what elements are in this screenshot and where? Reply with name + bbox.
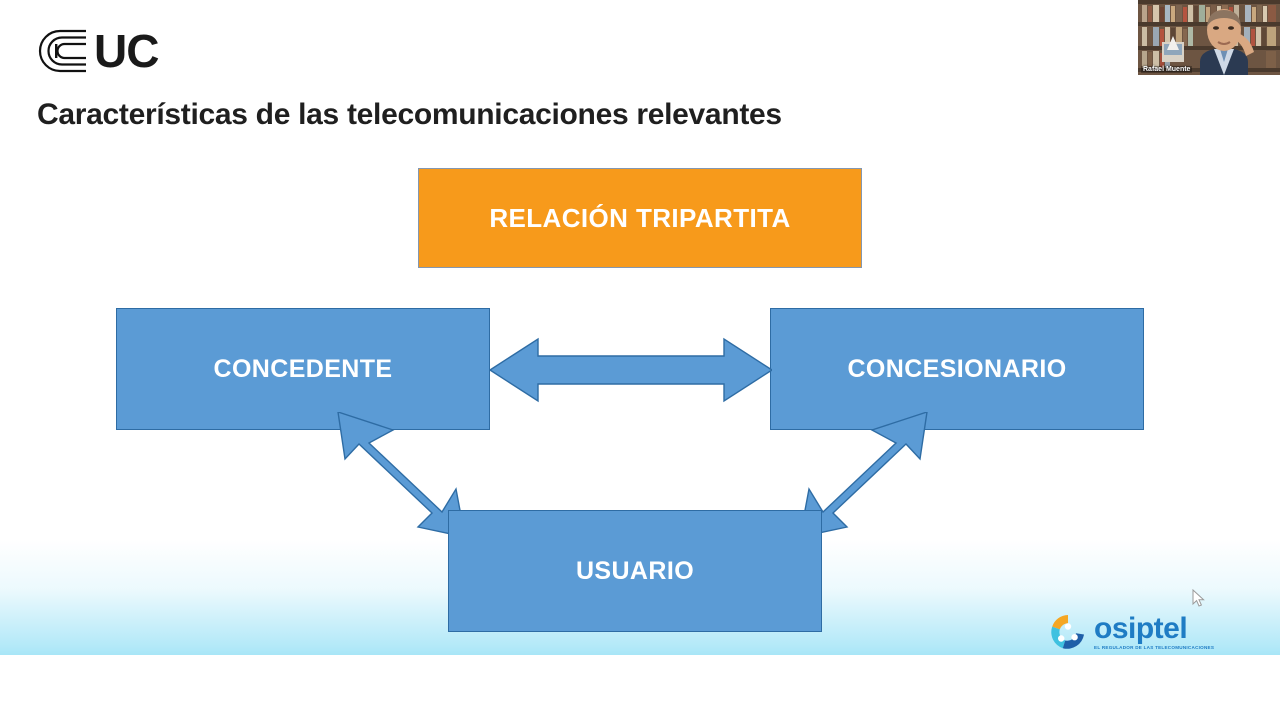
node-label: CONCESIONARIO bbox=[847, 354, 1067, 383]
presentation-toolbar bbox=[0, 655, 1280, 720]
webcam-video-frame bbox=[1138, 0, 1280, 75]
webcam-tile[interactable]: Rafael Muente bbox=[1138, 0, 1280, 75]
node-label: USUARIO bbox=[575, 556, 695, 585]
node-label: RELACIÓN TRIPARTITA bbox=[489, 202, 791, 233]
uc-concentric-c-icon bbox=[38, 29, 86, 73]
uc-logo-text: UC bbox=[94, 25, 159, 77]
osiptel-wordmark: osiptel EL REGULADOR DE LAS TELECOMUNICA… bbox=[1094, 612, 1215, 651]
page-title: Características de las telecomunicacione… bbox=[37, 98, 782, 131]
osiptel-mark-icon bbox=[1051, 615, 1084, 649]
webcam-participant-name: Rafael Muente bbox=[1141, 66, 1193, 73]
osiptel-logo: osiptel EL REGULADOR DE LAS TELECOMUNICA… bbox=[1048, 609, 1228, 655]
connector-concedente-usuario-arrow bbox=[337, 412, 465, 537]
osiptel-word: osiptel bbox=[1094, 612, 1188, 645]
diagram-node-usuario: USUARIO bbox=[448, 510, 822, 632]
osiptel-tagline: EL REGULADOR DE LAS TELECOMUNICACIONES bbox=[1094, 645, 1215, 650]
diagram-node-relacion-tripartita: RELACIÓN TRIPARTITA bbox=[418, 168, 862, 268]
connector-concesionario-usuario-arrow bbox=[800, 412, 928, 537]
node-label: CONCEDENTE bbox=[213, 354, 393, 383]
slide-canvas: UC Características de las telecomunicaci… bbox=[0, 25, 1280, 655]
diagram-node-concedente: CONCEDENTE bbox=[116, 308, 490, 430]
diagram-node-concesionario: CONCESIONARIO bbox=[770, 308, 1144, 430]
uc-logo: UC bbox=[36, 25, 159, 77]
mouse-cursor bbox=[1192, 589, 1205, 607]
connector-concedente-concesionario-arrow bbox=[490, 337, 772, 403]
